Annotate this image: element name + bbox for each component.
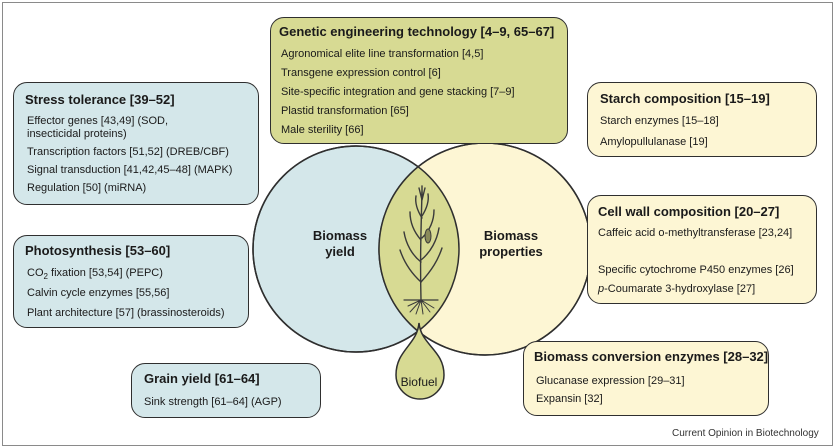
cellwall-item-caffeic: Caffeic acid o-methyltransferase [23,24] — [598, 227, 793, 239]
photosynthesis-item-co2: CO2 fixation [53,54] (PEPC) — [27, 267, 163, 282]
grain-yield-title: Grain yield [61–64] — [144, 371, 260, 386]
biofuel-drop — [395, 322, 445, 400]
genetic-item: Plastid transformation [65] — [281, 105, 409, 117]
stress-item: Transcription factors [51,52] (DREB/CBF) — [27, 146, 229, 158]
photosynthesis-item-calvin: Calvin cycle enzymes [55,56] — [27, 287, 170, 299]
genetic-item: Transgene expression control [6] — [281, 67, 441, 79]
starch-composition-box: Starch composition [15–19] Starch enzyme… — [587, 82, 817, 157]
stress-item: Signal transduction [41,42,45–48] (MAPK) — [27, 164, 233, 176]
grain-item: Sink strength [61–64] (AGP) — [144, 396, 282, 408]
genetic-item: Agronomical elite line transformation [4… — [281, 48, 484, 60]
cellwall-item-coumarate: p-Coumarate 3-hydroxylase [27] — [598, 283, 756, 295]
photosynthesis-title: Photosynthesis [53–60] — [25, 243, 171, 258]
genetic-item: Male sterility [66] — [281, 124, 364, 136]
journal-credit: Current Opinion in Biotechnology — [672, 428, 819, 439]
starch-item: Amylopullulanase [19] — [600, 136, 708, 148]
conversion-item: Expansin [32] — [536, 393, 603, 405]
biomass-yield-label: Biomass yield — [312, 228, 368, 259]
cellwall-item-p450: Specific cytochrome P450 enzymes [26] — [598, 264, 794, 276]
starch-composition-title: Starch composition [15–19] — [600, 91, 770, 106]
biofuel-label: Biofuel — [400, 375, 438, 389]
venn-intersection — [379, 146, 459, 352]
genetic-engineering-box: Genetic engineering technology [4–9, 65–… — [270, 17, 568, 144]
stress-item: Regulation [50] (miRNA) — [27, 182, 147, 194]
genetic-engineering-title: Genetic engineering technology [4–9, 65–… — [279, 24, 555, 39]
cell-wall-title: Cell wall composition [20–27] — [598, 204, 780, 219]
conversion-enzymes-title: Biomass conversion enzymes [28–32] — [534, 349, 769, 364]
photosynthesis-box: Photosynthesis [53–60] CO2 fixation [53,… — [13, 235, 249, 328]
starch-item: Starch enzymes [15–18] — [600, 115, 719, 127]
stress-item: Effector genes [43,49] (SOD, — [27, 115, 169, 127]
biomass-properties-label: Biomass properties — [479, 228, 543, 259]
conversion-enzymes-box: Biomass conversion enzymes [28–32] Gluca… — [523, 341, 769, 416]
cell-wall-box: Cell wall composition [20–27] Caffeic ac… — [587, 195, 817, 304]
maize-plant-icon — [399, 185, 443, 315]
genetic-item: Site-specific integration and gene stack… — [281, 86, 515, 98]
photosynthesis-item-architecture: Plant architecture [57] (brassinosteroid… — [27, 307, 225, 319]
stress-item: insecticidal proteins) — [27, 128, 127, 140]
conversion-item: Glucanase expression [29–31] — [536, 375, 685, 387]
grain-yield-box: Grain yield [61–64] Sink strength [61–64… — [131, 363, 321, 418]
stress-tolerance-box: Stress tolerance [39–52] Effector genes … — [13, 82, 259, 205]
stress-tolerance-title: Stress tolerance [39–52] — [25, 92, 175, 107]
